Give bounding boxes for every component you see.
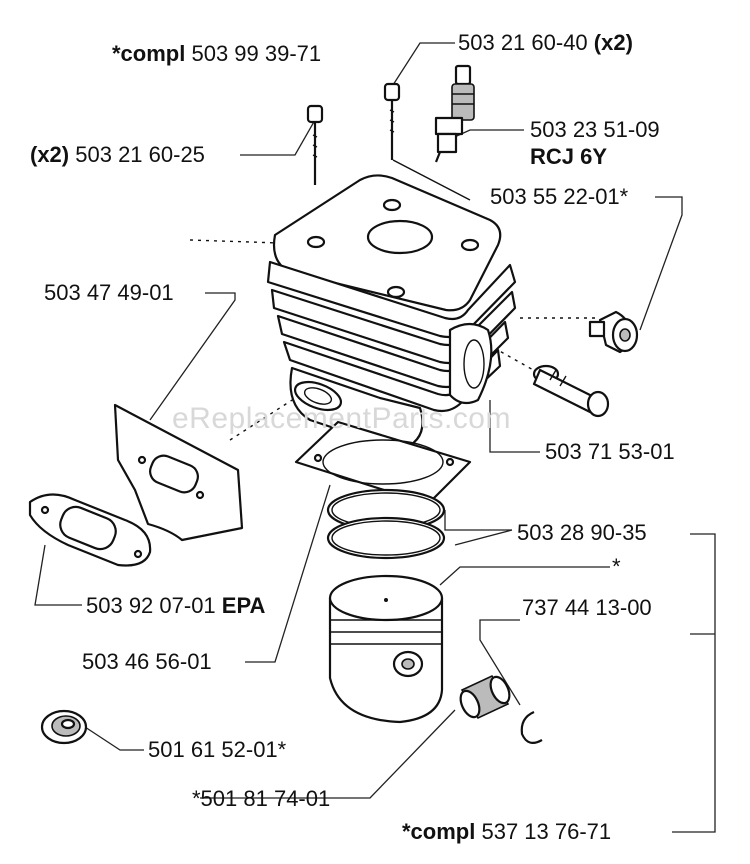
- label-heat-shield: 503 47 49-01: [44, 280, 174, 305]
- label-prefix: *compl: [402, 819, 476, 844]
- decomp-valve: [588, 310, 639, 354]
- rubber-plug: [40, 709, 88, 745]
- screw-left: [306, 104, 324, 185]
- decomp-valve-2: [532, 364, 610, 418]
- label-plug: 501 61 52-01*: [148, 737, 287, 762]
- label-circlip: 737 44 13-00: [522, 595, 652, 620]
- label-compl-piston: *compl 537 13 76-71: [402, 820, 611, 844]
- part-number: 503 99 39-71: [191, 41, 322, 66]
- label-decomp-valve: 503 55 22-01*: [490, 184, 629, 209]
- part-number: 537 13 76-71: [481, 819, 612, 844]
- label-prefix: (x2): [30, 142, 70, 167]
- label-spark-plug: 503 23 51-09: [530, 117, 660, 142]
- spark-plug-type: RCJ 6Y: [530, 144, 608, 169]
- part-number: 503 92 07-01: [86, 593, 216, 618]
- label-compl-cylinder: *compl 503 99 39-71: [112, 42, 321, 66]
- muffler-gasket: [28, 493, 152, 567]
- circlip: [520, 710, 543, 745]
- label-prefix: *compl: [112, 41, 186, 66]
- piston-rings: [326, 488, 446, 560]
- label-screw-left: (x2) 503 21 60-25: [30, 143, 205, 167]
- label-decomp-valve-2: 503 71 53-01: [545, 439, 675, 464]
- cylinder: [266, 174, 517, 452]
- piston: [328, 574, 444, 724]
- label-suffix: (x2): [593, 30, 633, 55]
- needle-bearing: [459, 674, 511, 720]
- leader-lines: [34, 42, 716, 833]
- screw-top: [383, 82, 401, 160]
- watermark: eReplacementParts.com: [172, 402, 511, 435]
- heat-shield: [113, 403, 244, 542]
- label-piston-ring: 503 28 90-35: [517, 520, 647, 545]
- part-number: 503 21 60-25: [75, 142, 205, 167]
- part-number: 503 21 60-40: [458, 30, 588, 55]
- label-suffix: EPA: [221, 593, 266, 618]
- label-muffler-gasket: 503 92 07-01 EPA: [86, 594, 265, 618]
- label-spark-plug-type: RCJ 6Y: [530, 145, 607, 169]
- label-asterisk: *: [612, 554, 621, 579]
- label-base-gasket: 503 46 56-01: [82, 649, 212, 674]
- label-needle-bearing: *501 81 74-01: [192, 786, 331, 811]
- label-screw-top: 503 21 60-40 (x2): [458, 31, 633, 55]
- spark-plug: [434, 64, 475, 163]
